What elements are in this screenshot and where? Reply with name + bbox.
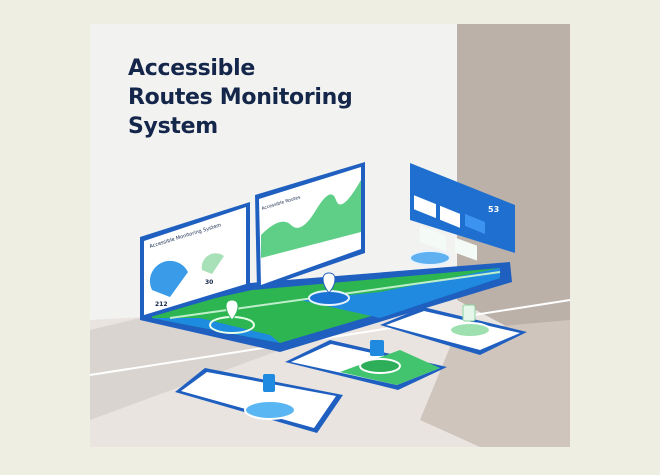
floating-panel: 53 <box>410 163 515 261</box>
title-line-3: System <box>128 114 218 139</box>
marker-icon <box>462 304 476 322</box>
left-stat-2: 30 <box>205 279 213 286</box>
map-base <box>140 250 512 352</box>
floor-line <box>89 299 571 376</box>
left-stat-1: 212 <box>155 301 168 308</box>
title-line-2: Routes Monitoring <box>128 85 353 110</box>
location-pin-icon <box>322 272 336 294</box>
tablet-bottom-left <box>175 368 343 433</box>
marker-icon <box>370 340 384 356</box>
page-title: Accessible Routes Monitoring System <box>128 54 353 141</box>
location-pin-icon <box>225 299 239 321</box>
tablet-middle <box>285 340 447 390</box>
tablet-right <box>380 304 527 355</box>
left-screen: Accessible Monitoring System 212 30 <box>140 202 250 320</box>
shadow <box>90 318 280 420</box>
middle-screen: Accessible Routes <box>255 162 365 290</box>
marker-icon <box>263 374 275 392</box>
title-line-1: Accessible <box>128 56 255 81</box>
panel-stat: 53 <box>488 205 499 214</box>
floor-shadow <box>420 320 570 447</box>
